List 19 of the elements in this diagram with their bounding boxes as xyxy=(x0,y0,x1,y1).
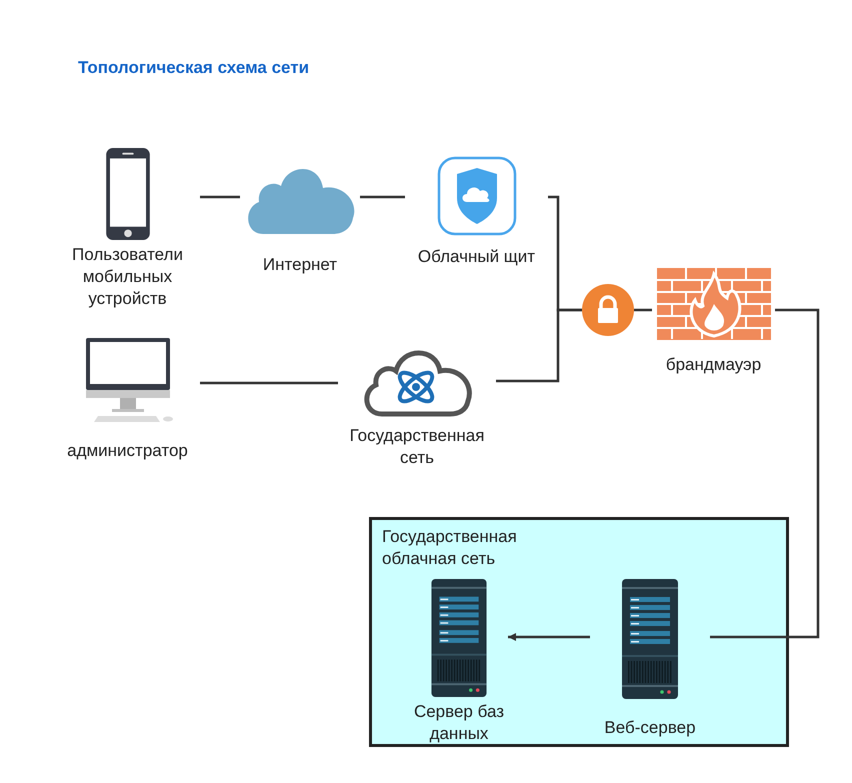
node-label: брандмауэр xyxy=(666,354,762,376)
connector-line xyxy=(634,308,652,312)
connector-line xyxy=(496,308,582,382)
node-label: администратор xyxy=(67,440,188,462)
diagram-title: Топологическая схема сети xyxy=(78,58,310,78)
node-label: Облачный щит xyxy=(418,246,536,268)
arrow xyxy=(508,633,590,641)
node-label: Пользователи мобильных устройств xyxy=(71,244,184,310)
connector-line xyxy=(360,196,405,198)
node-label: Веб-сервер xyxy=(604,717,696,739)
node-label: Сервер баз данных xyxy=(412,701,506,745)
connector-line xyxy=(200,196,240,198)
connector-line xyxy=(710,308,820,638)
lock-icon xyxy=(582,284,634,336)
connector-line xyxy=(200,382,338,384)
zone-title: Государственная облачная сеть xyxy=(382,526,518,570)
network-zone xyxy=(369,517,789,747)
node-label: Государственная сеть xyxy=(348,425,486,469)
node-label: Интернет xyxy=(262,254,338,276)
